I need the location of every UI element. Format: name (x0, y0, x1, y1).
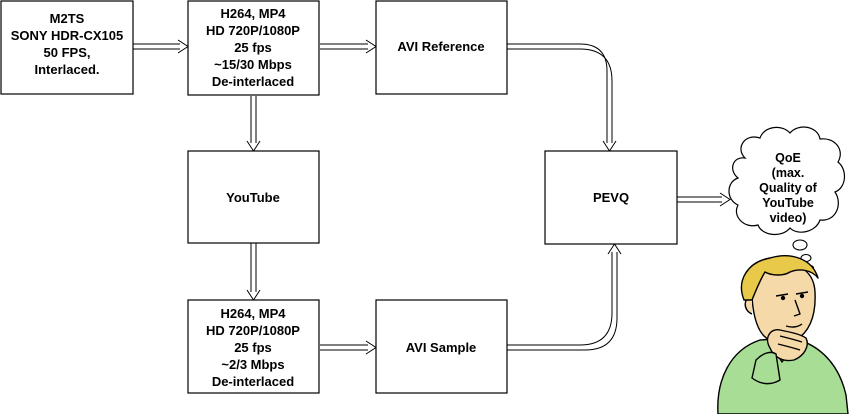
node-pevq: PEVQ (544, 150, 678, 245)
encode-sample-line-4: ~2/3 Mbps (221, 357, 284, 372)
encode-hd-line-5: De-interlaced (212, 74, 294, 89)
encode-sample-line-2: HD 720P/1080P (206, 323, 300, 338)
arrow-youtube-to-sample (246, 243, 261, 301)
node-avi-sample: AVI Sample (375, 299, 508, 394)
qoe-line-4: YouTube (762, 196, 814, 210)
source-line-3: 50 FPS, (44, 45, 91, 60)
arrow-avi-reference-to-pevq (507, 43, 617, 152)
source-line-2: SONY HDR-CX105 (11, 28, 123, 43)
encode-sample-line-3: 25 fps (234, 340, 272, 355)
encode-sample-line-5: De-interlaced (212, 374, 294, 389)
arrow-encode-to-youtube (246, 96, 261, 152)
arrow-avi-sample-to-pevq (507, 243, 622, 351)
encode-hd-line-4: ~15/30 Mbps (214, 57, 292, 72)
arrow-pevq-to-qoe (677, 192, 731, 207)
node-encode-sample: H264, MP4 HD 720P/1080P 25 fps ~2/3 Mbps… (187, 299, 320, 394)
arrow-source-to-encode (133, 39, 189, 54)
qoe-thought-cloud: QoE (max. Quality of YouTube video) (728, 126, 845, 272)
qoe-line-3: Quality of (759, 181, 817, 195)
connectors (133, 39, 731, 355)
avi-reference-label: AVI Reference (397, 39, 484, 54)
youtube-label: YouTube (226, 190, 280, 205)
qoe-line-2: (max. (772, 166, 805, 180)
pevq-label: PEVQ (593, 190, 629, 205)
arrow-sample-to-avi-sample (320, 340, 377, 355)
node-avi-reference: AVI Reference (375, 0, 508, 95)
qoe-line-1: QoE (775, 151, 801, 165)
qoe-line-5: video) (770, 211, 807, 225)
source-line-1: M2TS (50, 11, 85, 26)
source-line-4: Interlaced. (34, 62, 99, 77)
node-encode-hd: H264, MP4 HD 720P/1080P 25 fps ~15/30 Mb… (187, 0, 320, 96)
encode-hd-line-2: HD 720P/1080P (206, 23, 300, 38)
encode-hd-line-3: 25 fps (234, 40, 272, 55)
encode-sample-line-1: H264, MP4 (220, 306, 286, 321)
node-source: M2TS SONY HDR-CX105 50 FPS, Interlaced. (0, 0, 134, 95)
node-youtube: YouTube (187, 150, 320, 244)
thinking-person-icon (717, 255, 849, 415)
encode-hd-line-1: H264, MP4 (220, 6, 286, 21)
avi-sample-label: AVI Sample (406, 340, 477, 355)
arrow-encode-to-avi-reference (320, 39, 377, 54)
